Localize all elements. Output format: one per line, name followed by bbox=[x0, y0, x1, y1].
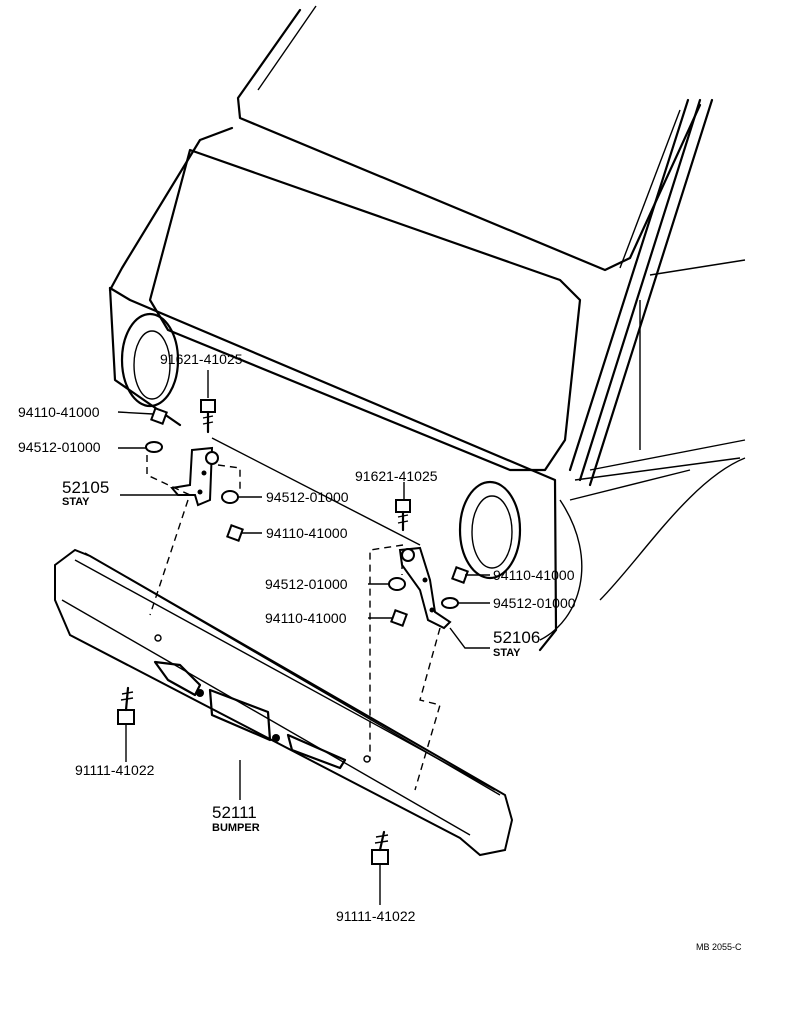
leader-lines bbox=[117, 370, 490, 905]
callout-nut-right-b: 94110-41000 bbox=[265, 610, 347, 626]
washer-icon bbox=[145, 441, 163, 453]
washer-icon bbox=[441, 597, 459, 609]
bumper bbox=[54, 548, 514, 857]
callout-bolt-left: 91621-41025 bbox=[160, 351, 243, 367]
washer-icon bbox=[221, 490, 239, 504]
callout-washer-right-b: 94512-01000 bbox=[493, 595, 576, 611]
grille-panel bbox=[108, 286, 558, 652]
windshield bbox=[236, 8, 702, 272]
assembly-lines bbox=[146, 455, 441, 791]
callout-washer-left: 94512-01000 bbox=[18, 439, 101, 455]
callout-bolt-bottom-left: 91111-41022 bbox=[75, 762, 155, 778]
nut-icon bbox=[451, 566, 469, 584]
callout-washer-center: 94512-01000 bbox=[266, 489, 349, 505]
washer-icon bbox=[388, 577, 406, 591]
stay-right bbox=[398, 546, 452, 630]
cowl-outline bbox=[108, 126, 234, 292]
bolt-icon bbox=[395, 499, 411, 532]
callout-washer-right-a: 94512-01000 bbox=[265, 576, 348, 592]
bumper-slot-right bbox=[286, 733, 347, 770]
callout-bolt-bottom-right: 91111-41022 bbox=[336, 908, 416, 924]
callout-stay-right-num: 52106 bbox=[493, 628, 540, 647]
stay-left bbox=[170, 446, 219, 507]
callout-nut-center: 94110-41000 bbox=[266, 525, 348, 541]
diagram-code: MB 2055-C bbox=[696, 942, 742, 952]
headlight-right bbox=[458, 480, 522, 580]
bumper-slot-center bbox=[208, 688, 272, 742]
callout-nut-right: 94110-41000 bbox=[493, 567, 575, 583]
callout-nut-left: 94110-41000 bbox=[18, 404, 100, 420]
cab-body bbox=[108, 5, 746, 652]
callout-bolt-right: 91621-41025 bbox=[355, 468, 438, 484]
nut-icon bbox=[390, 609, 408, 627]
callout-stay-left-name: STAY bbox=[62, 496, 90, 508]
nut-icon bbox=[226, 524, 244, 542]
callout-bumper-num: 52111 bbox=[212, 803, 257, 822]
headlight-left bbox=[120, 312, 180, 408]
bolt-icon bbox=[117, 686, 135, 725]
nut-icon bbox=[150, 407, 168, 425]
callouts: 91621-41025 94110-41000 94512-01000 5210… bbox=[18, 351, 742, 952]
bolt-icon bbox=[371, 830, 389, 865]
callout-stay-right-name: STAY bbox=[493, 647, 521, 659]
hardware bbox=[117, 399, 469, 865]
callout-stay-left-num: 52105 bbox=[62, 478, 109, 497]
bolt-icon bbox=[200, 399, 216, 434]
callout-bumper-name: BUMPER bbox=[212, 822, 260, 834]
